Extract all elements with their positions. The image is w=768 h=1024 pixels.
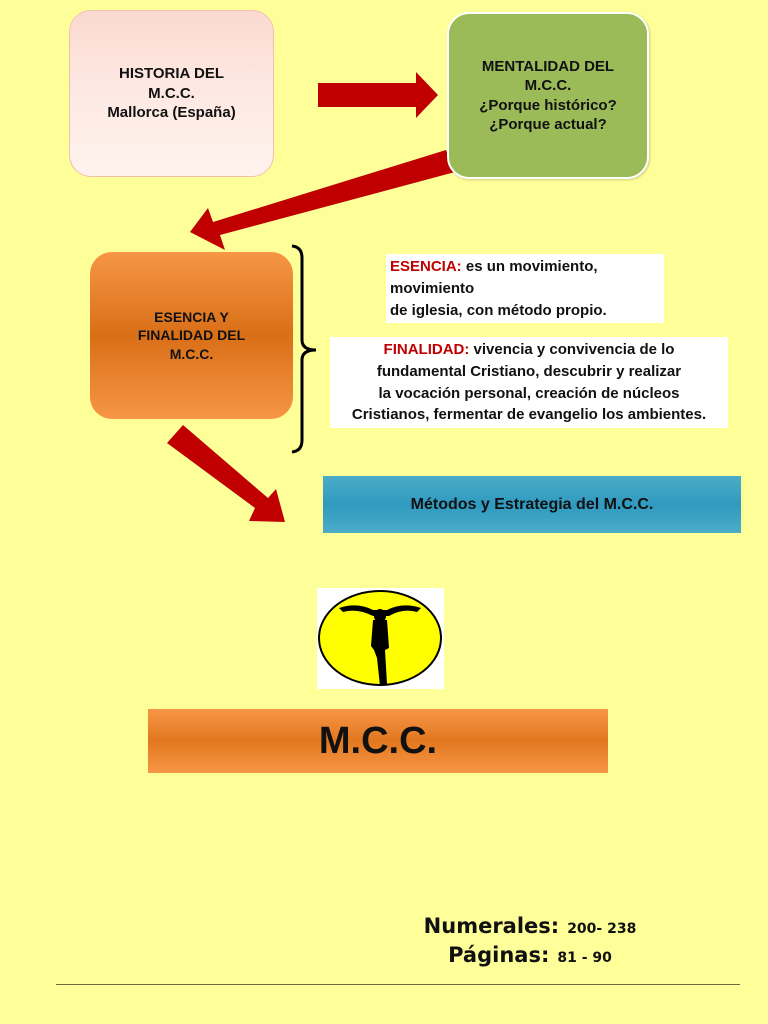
mcc-title-bar: M.C.C. bbox=[148, 709, 608, 773]
finalidad-desc-line-1: vivencia y convivencia de lo bbox=[469, 341, 675, 358]
metodos-bar: Métodos y Estrategia del M.C.C. bbox=[323, 476, 741, 533]
esencia-box: ESENCIA Y FINALIDAD DEL M.C.C. bbox=[90, 252, 293, 419]
mentalidad-box: MENTALIDAD DEL M.C.C. ¿Porque histórico?… bbox=[447, 12, 649, 179]
esencia-line-1: ESENCIA Y bbox=[154, 309, 229, 326]
arrow-down-right-icon bbox=[167, 425, 285, 522]
curly-brace-icon bbox=[291, 244, 317, 454]
esencia-description: ESENCIA: es un movimiento, movimiento de… bbox=[386, 254, 664, 324]
arrow-right-icon bbox=[318, 72, 438, 118]
historia-line-2: M.C.C. bbox=[148, 84, 195, 102]
esencia-desc-line-2: de iglesia, con método propio. bbox=[390, 301, 607, 319]
crucifix-emblem-icon bbox=[317, 588, 444, 689]
metodos-label: Métodos y Estrategia del M.C.C. bbox=[410, 495, 654, 513]
esencia-label: ESENCIA: bbox=[390, 258, 462, 275]
finalidad-desc-line-3: la vocación personal, creación de núcleo… bbox=[378, 384, 680, 402]
finalidad-desc-line-2: fundamental Cristiano, descubrir y reali… bbox=[376, 362, 682, 380]
historia-box: HISTORIA DEL M.C.C. Mallorca (España) bbox=[69, 10, 274, 177]
esencia-line-2: FINALIDAD DEL bbox=[137, 327, 246, 344]
finalidad-desc-line-4: Cristianos, fermentar de evangelio los a… bbox=[351, 406, 707, 424]
esencia-desc-line-1: es un movimiento, movimiento bbox=[390, 258, 598, 297]
mentalidad-line-3: ¿Porque histórico? bbox=[479, 96, 617, 114]
mentalidad-line-1: MENTALIDAD DEL bbox=[481, 57, 615, 75]
mcc-title: M.C.C. bbox=[318, 719, 438, 762]
finalidad-description: FINALIDAD: vivencia y convivencia de lo … bbox=[330, 337, 728, 428]
mentalidad-line-2: M.C.C. bbox=[524, 77, 572, 94]
footer-info: Numerales: 200- 238 Páginas: 81 - 90 bbox=[400, 912, 660, 971]
historia-line-3: Mallorca (España) bbox=[107, 104, 236, 122]
numerales-label: Numerales: bbox=[423, 914, 560, 938]
mentalidad-line-4: ¿Porque actual? bbox=[489, 116, 607, 133]
finalidad-label: FINALIDAD: bbox=[383, 341, 470, 358]
esencia-line-3: M.C.C. bbox=[169, 345, 214, 362]
paginas-label: Páginas: bbox=[448, 943, 550, 968]
arrow-down-left-icon bbox=[190, 150, 455, 250]
numerales-value: 200- 238 bbox=[567, 921, 637, 937]
footer-divider bbox=[56, 984, 740, 985]
paginas-value: 81 - 90 bbox=[557, 950, 612, 967]
historia-line-1: HISTORIA DEL bbox=[118, 65, 224, 83]
